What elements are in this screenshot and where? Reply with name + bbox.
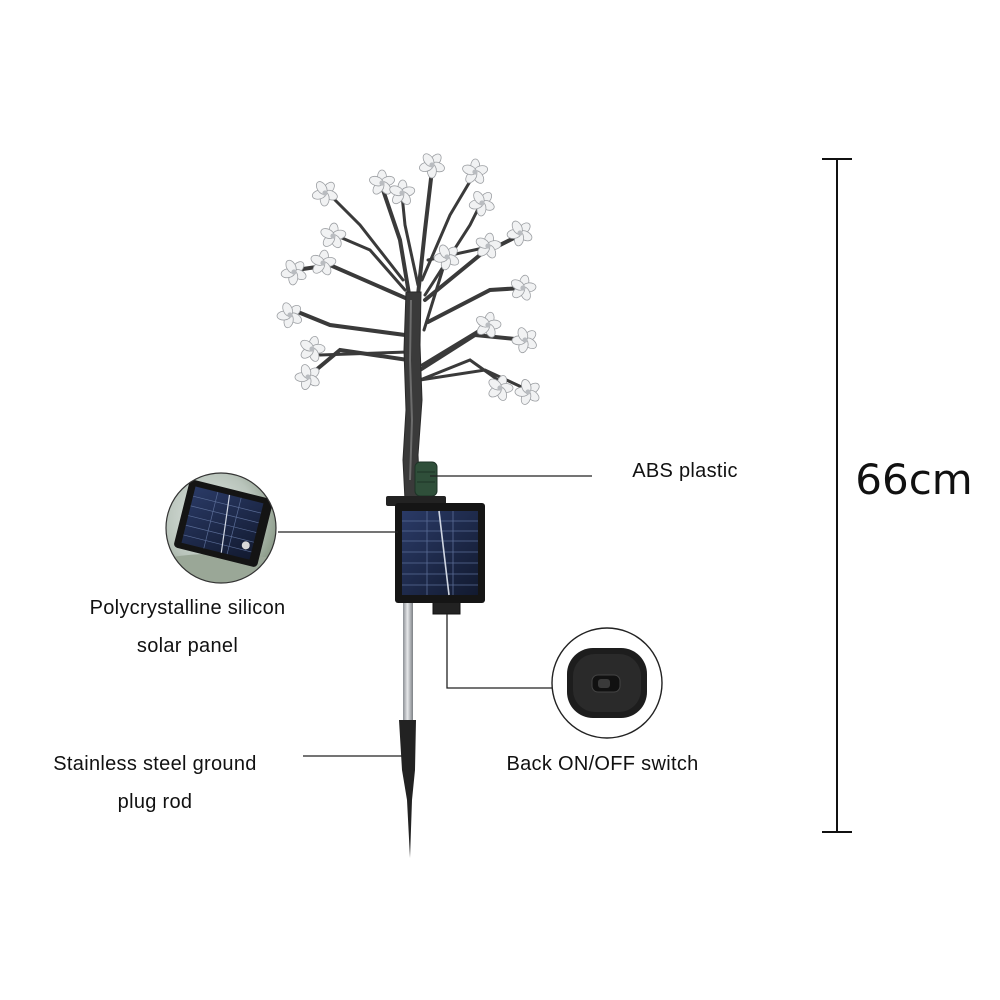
height-dimension-bar — [822, 158, 852, 833]
blossom-flower — [280, 259, 307, 286]
label-ground-rod-line1: Stainless steel ground — [53, 753, 257, 775]
label-solar-panel-line1: Polycrystalline silicon — [89, 597, 286, 619]
ground-rod — [403, 600, 413, 722]
blossom-flower — [294, 364, 320, 390]
switch-closeup — [551, 627, 663, 739]
blossom-flower — [510, 274, 537, 301]
height-label: 66cm — [855, 455, 973, 504]
leader-lines — [278, 475, 592, 757]
blossom-flowers — [276, 153, 540, 405]
blossom-flower — [310, 249, 337, 276]
blossom-flower — [488, 375, 514, 401]
blossom-flower — [476, 311, 502, 338]
label-abs-plastic: ABS plastic — [632, 460, 738, 482]
blossom-flower — [475, 232, 502, 259]
blossom-flower — [433, 244, 460, 271]
blossom-flower — [320, 222, 347, 249]
solar-panel — [395, 503, 485, 615]
solar-panel-closeup — [165, 472, 277, 584]
label-solar-panel-line2: solar panel — [136, 635, 239, 657]
blossom-flower — [311, 181, 338, 207]
blossom-flower — [468, 191, 495, 217]
blossom-flower — [369, 169, 395, 195]
blossom-flower — [419, 153, 445, 179]
blossom-flower — [300, 335, 326, 362]
abs-connector — [386, 461, 446, 506]
blossom-flower — [506, 220, 533, 247]
blossom-flower — [276, 302, 302, 329]
trunk-highlight — [408, 299, 414, 481]
label-ground-rod-line2: plug rod — [117, 791, 193, 813]
ground-spike — [399, 720, 416, 858]
blossom-flower — [389, 179, 416, 205]
label-switch: Back ON/OFF switch — [506, 753, 699, 775]
blossom-flower — [514, 379, 540, 405]
blossom-flower — [462, 158, 489, 184]
tree-branches — [291, 168, 530, 392]
blossom-flower — [511, 327, 537, 354]
